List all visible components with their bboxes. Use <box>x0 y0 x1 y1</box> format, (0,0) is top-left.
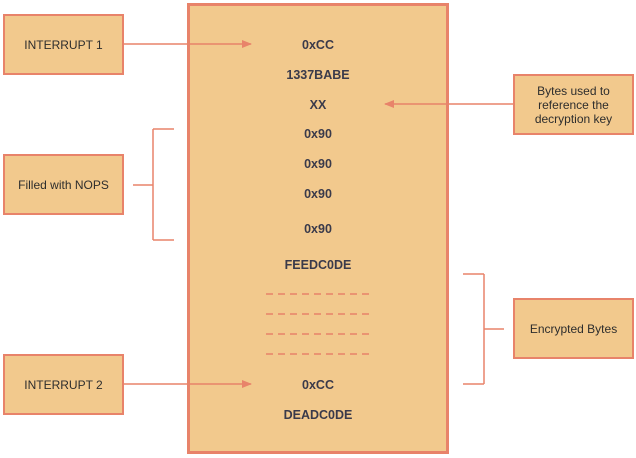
memory-item-int3-2: 0xCC <box>302 378 334 392</box>
bytes-ref-label: Bytes used to reference the decryption k… <box>534 83 613 126</box>
nops-box: Filled with NOPS <box>3 154 124 215</box>
nops-label: Filled with NOPS <box>18 177 109 192</box>
memory-item-key-ref: XX <box>309 98 327 112</box>
memory-item-end-marker: DEADC0DE <box>283 408 353 422</box>
encrypted-dash-lines <box>266 293 370 355</box>
memory-item-int3-1: 0xCC <box>302 38 334 52</box>
interrupt-2-label: INTERRUPT 2 <box>24 377 103 392</box>
memory-item-nop-3: 0x90 <box>304 187 332 201</box>
interrupt-1-label: INTERRUPT 1 <box>24 37 103 52</box>
interrupt-1-box: INTERRUPT 1 <box>3 14 124 75</box>
encrypted-label: Encrypted Bytes <box>529 321 618 336</box>
encrypted-brace <box>463 273 504 385</box>
encrypted-box: Encrypted Bytes <box>513 298 634 359</box>
memory-item-nop-2: 0x90 <box>304 157 332 171</box>
bytes-ref-box: Bytes used to reference the decryption k… <box>513 74 634 135</box>
nops-brace <box>133 128 174 241</box>
memory-item-nop-1: 0x90 <box>304 127 332 141</box>
memory-item-start-marker: FEEDC0DE <box>284 258 352 272</box>
memory-item-nop-4: 0x90 <box>304 222 332 236</box>
memory-item-magic: 1337BABE <box>286 68 350 82</box>
interrupt-2-box: INTERRUPT 2 <box>3 354 124 415</box>
memory-block <box>187 3 449 454</box>
